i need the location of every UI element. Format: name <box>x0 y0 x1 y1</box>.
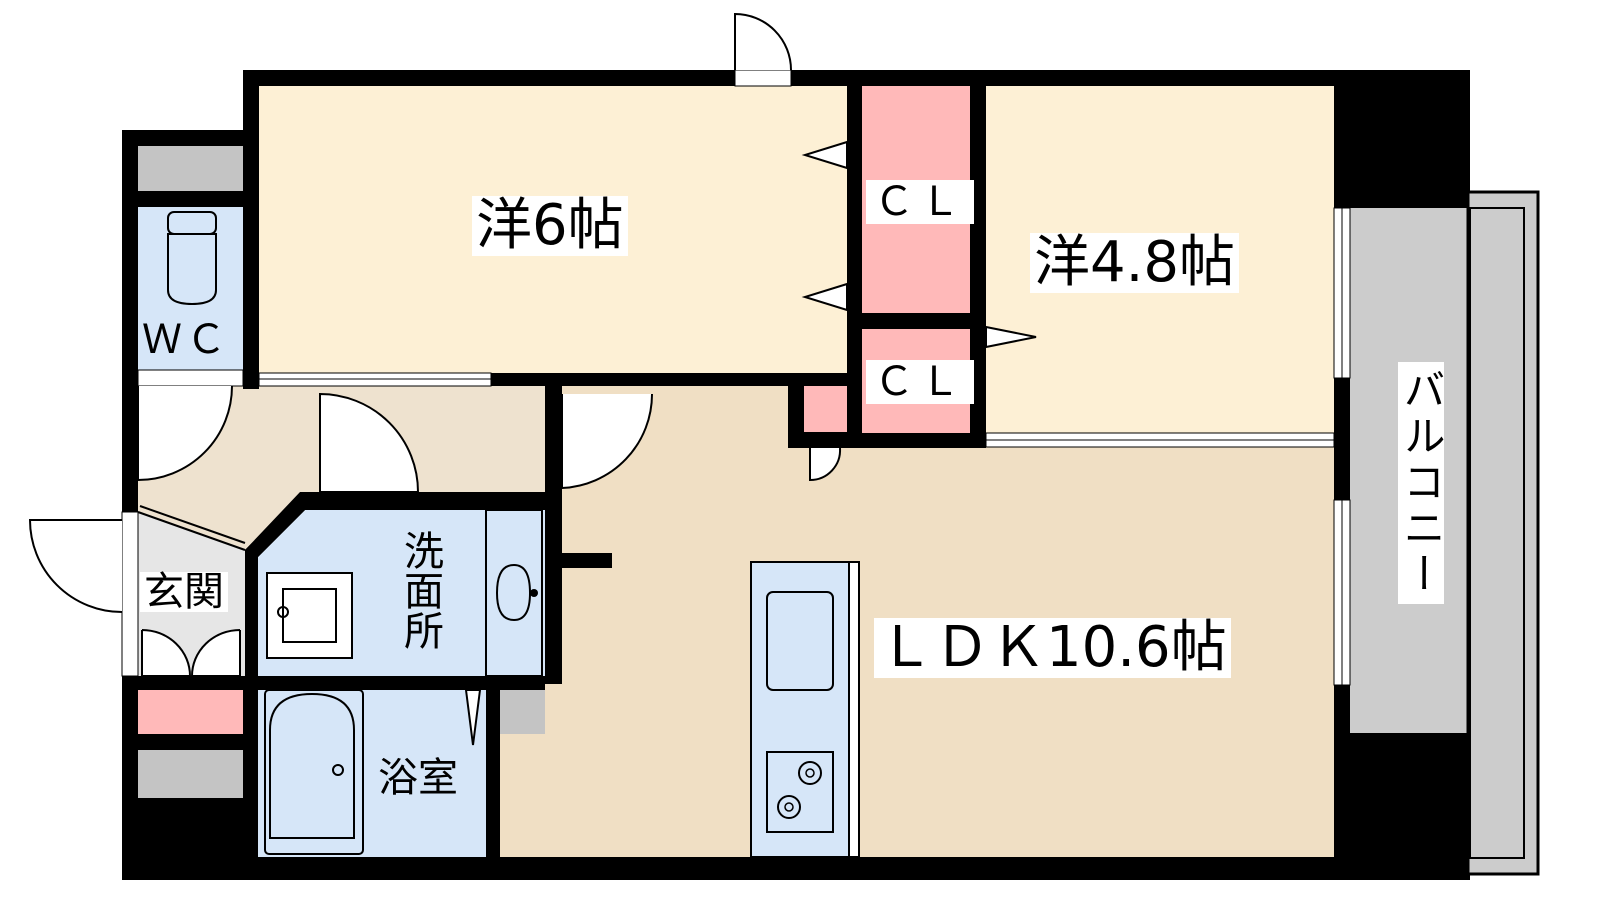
room-label-ldk: ＬＤＫ10.6帖 <box>874 618 1231 678</box>
door-swing <box>809 447 842 482</box>
closet-door <box>801 282 848 312</box>
wall <box>862 433 986 448</box>
door-swing <box>561 393 654 490</box>
wall <box>970 70 986 448</box>
wall <box>243 371 259 389</box>
kitchen-backsplash <box>848 561 860 858</box>
washing-machine <box>266 572 353 659</box>
toilet-bowl <box>167 233 217 306</box>
wall <box>545 386 562 684</box>
wall <box>788 386 804 447</box>
door-swing <box>28 519 123 613</box>
front-door-opening <box>121 511 139 677</box>
wall <box>122 676 247 690</box>
door-swing <box>137 385 233 482</box>
room-label-bathroom: 浴室 <box>374 758 462 798</box>
shaft-top <box>138 146 243 191</box>
burner <box>798 761 822 785</box>
wall <box>562 553 612 568</box>
shaft-bottom <box>138 750 243 798</box>
burner <box>777 795 801 819</box>
wall <box>788 432 862 448</box>
balcony-rail <box>1469 207 1525 859</box>
wc-door-opening <box>137 369 244 387</box>
door-swing <box>141 629 192 677</box>
bath-door <box>464 689 482 746</box>
toilet-tank <box>167 211 217 235</box>
wash-basin <box>495 563 532 622</box>
door-swing <box>734 12 792 71</box>
closet-door <box>985 325 1037 349</box>
closet-door <box>801 140 848 170</box>
room-label-washroom: 洗面所 <box>397 526 443 654</box>
wall <box>245 676 545 690</box>
stove <box>766 751 834 833</box>
room-label-western-6: 洋6帖 <box>472 196 628 256</box>
entrance-storage <box>138 690 243 734</box>
door-swing <box>319 392 420 493</box>
balcony-floor-lower <box>1350 733 1468 863</box>
room-label-closet-1: ＣＬ <box>866 180 974 224</box>
room-label-western-48: 洋4.8帖 <box>1030 233 1240 293</box>
door-swing <box>190 629 241 677</box>
shaft-mid <box>500 690 545 734</box>
room-label-closet-2: ＣＬ <box>866 360 974 404</box>
top-door-opening <box>734 69 792 87</box>
wall <box>122 191 247 207</box>
bathtub <box>269 692 355 839</box>
wall <box>862 313 970 329</box>
small-closet-floor <box>804 386 848 432</box>
kitchen-sink <box>766 591 834 691</box>
room-label-entrance: 玄関 <box>140 572 228 612</box>
wall <box>1334 70 1350 857</box>
room-label-wc: ＷＣ <box>140 317 232 363</box>
wall <box>486 690 500 860</box>
wall <box>847 70 862 448</box>
wall <box>122 734 247 750</box>
room-label-balcony: バルコニー <box>1397 362 1446 604</box>
